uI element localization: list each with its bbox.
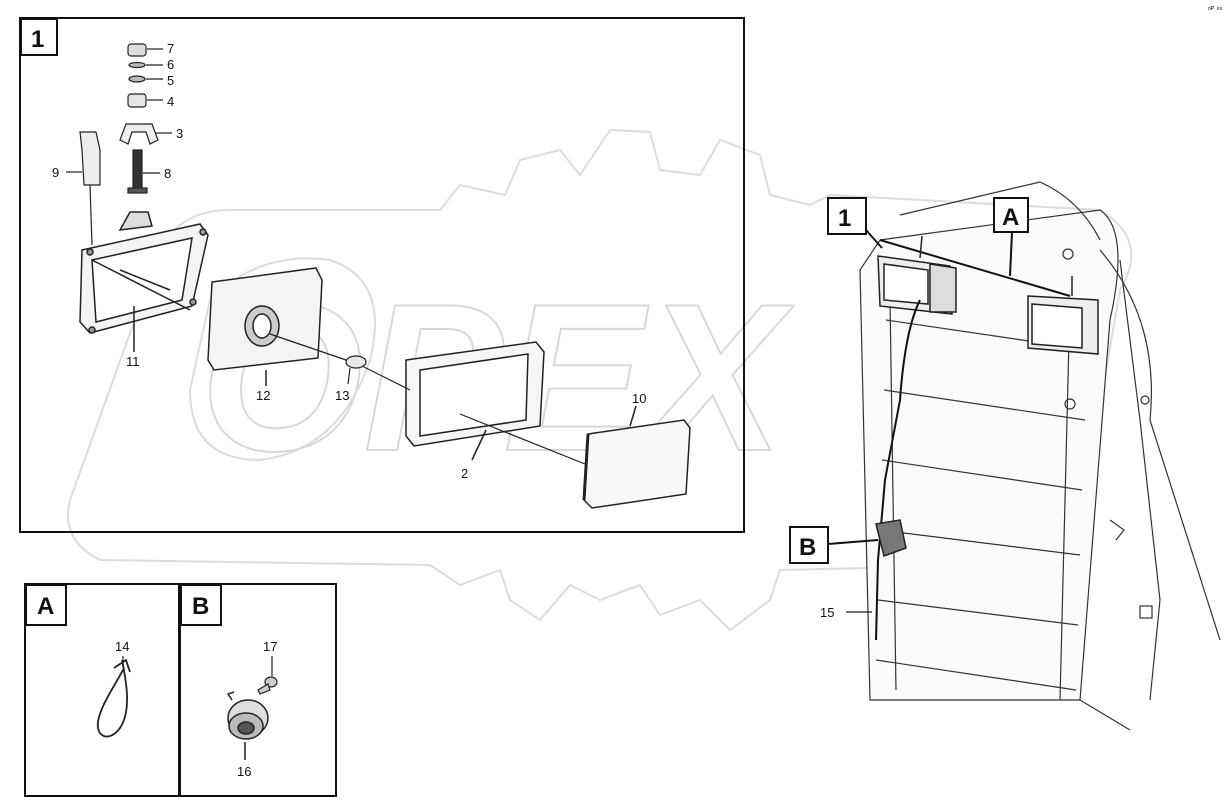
part-number-11: 11 bbox=[126, 354, 140, 369]
right-box-a-frame bbox=[993, 197, 1029, 233]
part-number-8: 8 bbox=[164, 166, 171, 181]
cable-tie-part-14 bbox=[97, 656, 131, 738]
lamp-housing-part-11 bbox=[79, 211, 209, 352]
detail-b-frame bbox=[179, 583, 337, 797]
work-lamp-right bbox=[1027, 276, 1099, 355]
spacer-part-4 bbox=[127, 93, 163, 108]
washer-part-5 bbox=[128, 75, 163, 83]
part-number-7: 7 bbox=[167, 41, 174, 56]
right-box-a-label: A bbox=[1002, 204, 1019, 231]
right-box-b-leader bbox=[827, 539, 879, 545]
main-detail-frame bbox=[19, 17, 745, 533]
detail-b-label: B bbox=[192, 593, 209, 620]
part-number-16: 16 bbox=[237, 764, 251, 779]
right-box-1-frame bbox=[827, 197, 867, 235]
right-box-1-leader bbox=[865, 229, 883, 249]
part-number-14: 14 bbox=[115, 639, 129, 654]
corner-mark: ᵒᴾ ᵉˣ bbox=[1208, 5, 1223, 14]
bulb-part-13 bbox=[269, 333, 367, 385]
part-number-12: 12 bbox=[256, 388, 270, 403]
lens-part-10 bbox=[582, 405, 691, 509]
part-number-17: 17 bbox=[263, 639, 277, 654]
part-number-2: 2 bbox=[461, 466, 468, 481]
connector-part-9 bbox=[66, 131, 101, 246]
bracket-part-3 bbox=[119, 123, 172, 145]
part-number-6: 6 bbox=[167, 57, 174, 72]
right-box-b-label: B bbox=[799, 534, 816, 561]
cap-nut-part-7 bbox=[127, 43, 163, 57]
screw-part-17 bbox=[257, 656, 278, 695]
detail-b-label-frame bbox=[180, 584, 222, 626]
grommet-part-16 bbox=[226, 691, 269, 760]
work-lamp-left bbox=[877, 235, 957, 315]
part-number-9: 9 bbox=[52, 165, 59, 180]
bolt-part-8 bbox=[127, 149, 160, 194]
frame-part-2 bbox=[361, 341, 591, 467]
washer-part-6 bbox=[128, 61, 163, 69]
connector-detail-b bbox=[875, 519, 907, 557]
right-box-1-label: 1 bbox=[838, 205, 851, 232]
part-number-13: 13 bbox=[335, 388, 349, 403]
part-number-5: 5 bbox=[167, 73, 174, 88]
main-box-label-frame bbox=[20, 18, 58, 56]
main-box-label: 1 bbox=[31, 26, 44, 53]
wiring-harness-part-15 bbox=[875, 239, 1071, 641]
part-number-4: 4 bbox=[167, 94, 174, 109]
right-box-a-leader bbox=[1009, 231, 1013, 277]
part-number-3: 3 bbox=[176, 126, 183, 141]
part-number-15: 15 bbox=[820, 605, 834, 620]
right-box-b-frame bbox=[789, 526, 829, 564]
detail-a-label-frame bbox=[25, 584, 67, 626]
detail-a-label: A bbox=[37, 593, 54, 620]
reflector-part-12 bbox=[207, 267, 323, 386]
part-number-10: 10 bbox=[632, 391, 646, 406]
